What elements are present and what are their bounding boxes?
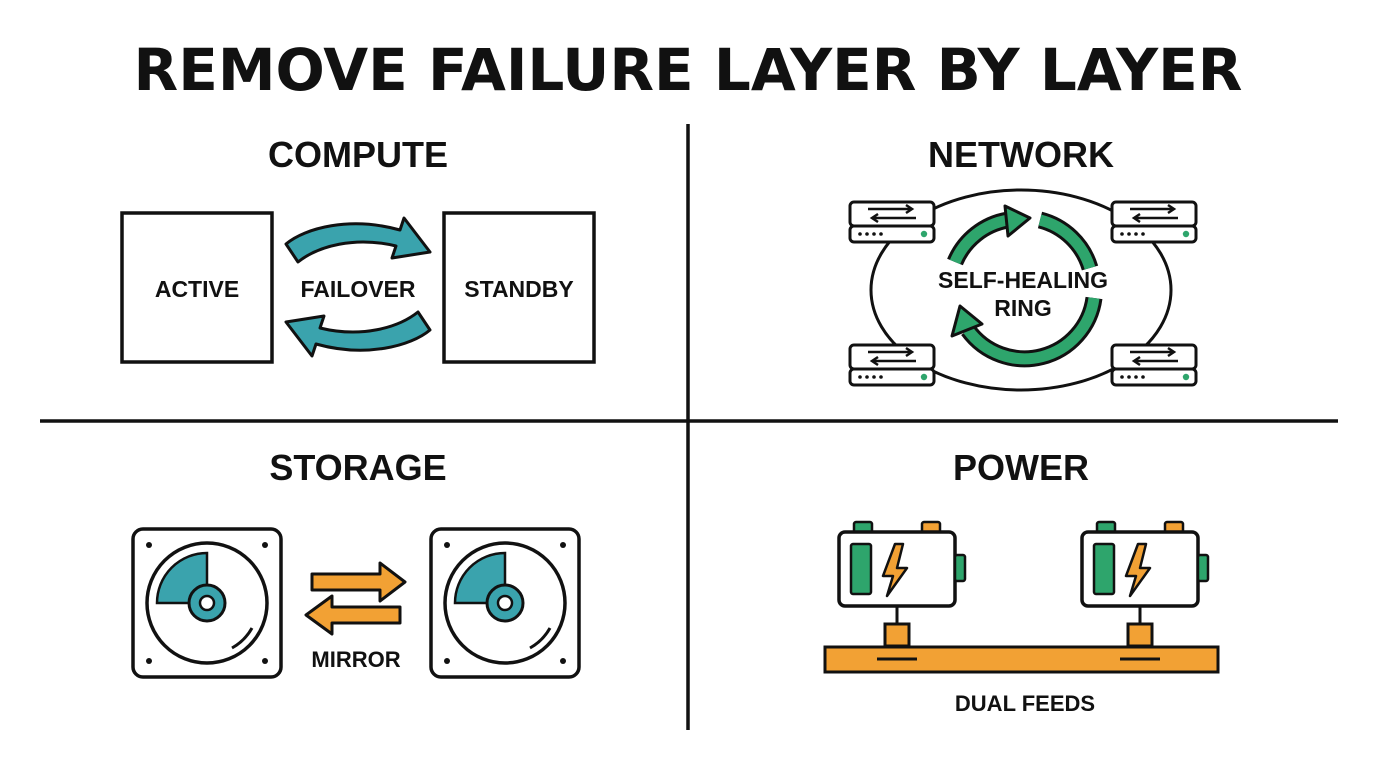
compute-quadrant: COMPUTE ACTIVE STANDBY FAILOVER (120, 134, 596, 364)
hard-drive-icon (429, 527, 581, 679)
active-label: ACTIVE (155, 276, 239, 302)
circular-arrows-icon (947, 204, 1103, 368)
network-switch-icon (1110, 343, 1198, 387)
ring-topology (869, 188, 1173, 392)
network-switch-icon (1110, 200, 1198, 244)
battery-icon (837, 520, 967, 648)
mirror-label: MIRROR (311, 647, 400, 672)
storage-heading: STORAGE (269, 447, 446, 488)
failover-label: FAILOVER (300, 276, 415, 302)
sync-arrows-icon (304, 561, 407, 636)
storage-quadrant: STORAGE MIRROR (131, 447, 581, 679)
battery-icon (1080, 520, 1210, 648)
active-server-box (120, 211, 274, 364)
page-title: REMOVE FAILURE LAYER BY LAYER (134, 36, 1243, 104)
standby-server-box (442, 211, 596, 364)
curved-arrow-right-icon (284, 216, 432, 264)
ring-label-line1: SELF-HEALING (938, 267, 1108, 293)
network-heading: NETWORK (928, 134, 1114, 175)
standby-label: STANDBY (464, 276, 573, 302)
compute-heading: COMPUTE (268, 134, 448, 175)
network-quadrant: NETWORK SELF-HEALING RING (848, 134, 1198, 392)
network-switch-icon (848, 343, 936, 387)
hard-drive-icon (131, 527, 283, 679)
dual-feeds-label: DUAL FEEDS (955, 691, 1095, 716)
network-switch-icon (848, 200, 936, 244)
power-heading: POWER (953, 447, 1089, 488)
power-quadrant: POWER DUAL FEEDS (823, 447, 1220, 716)
ring-label-line2: RING (994, 295, 1052, 321)
curved-arrow-left-icon (284, 310, 432, 358)
